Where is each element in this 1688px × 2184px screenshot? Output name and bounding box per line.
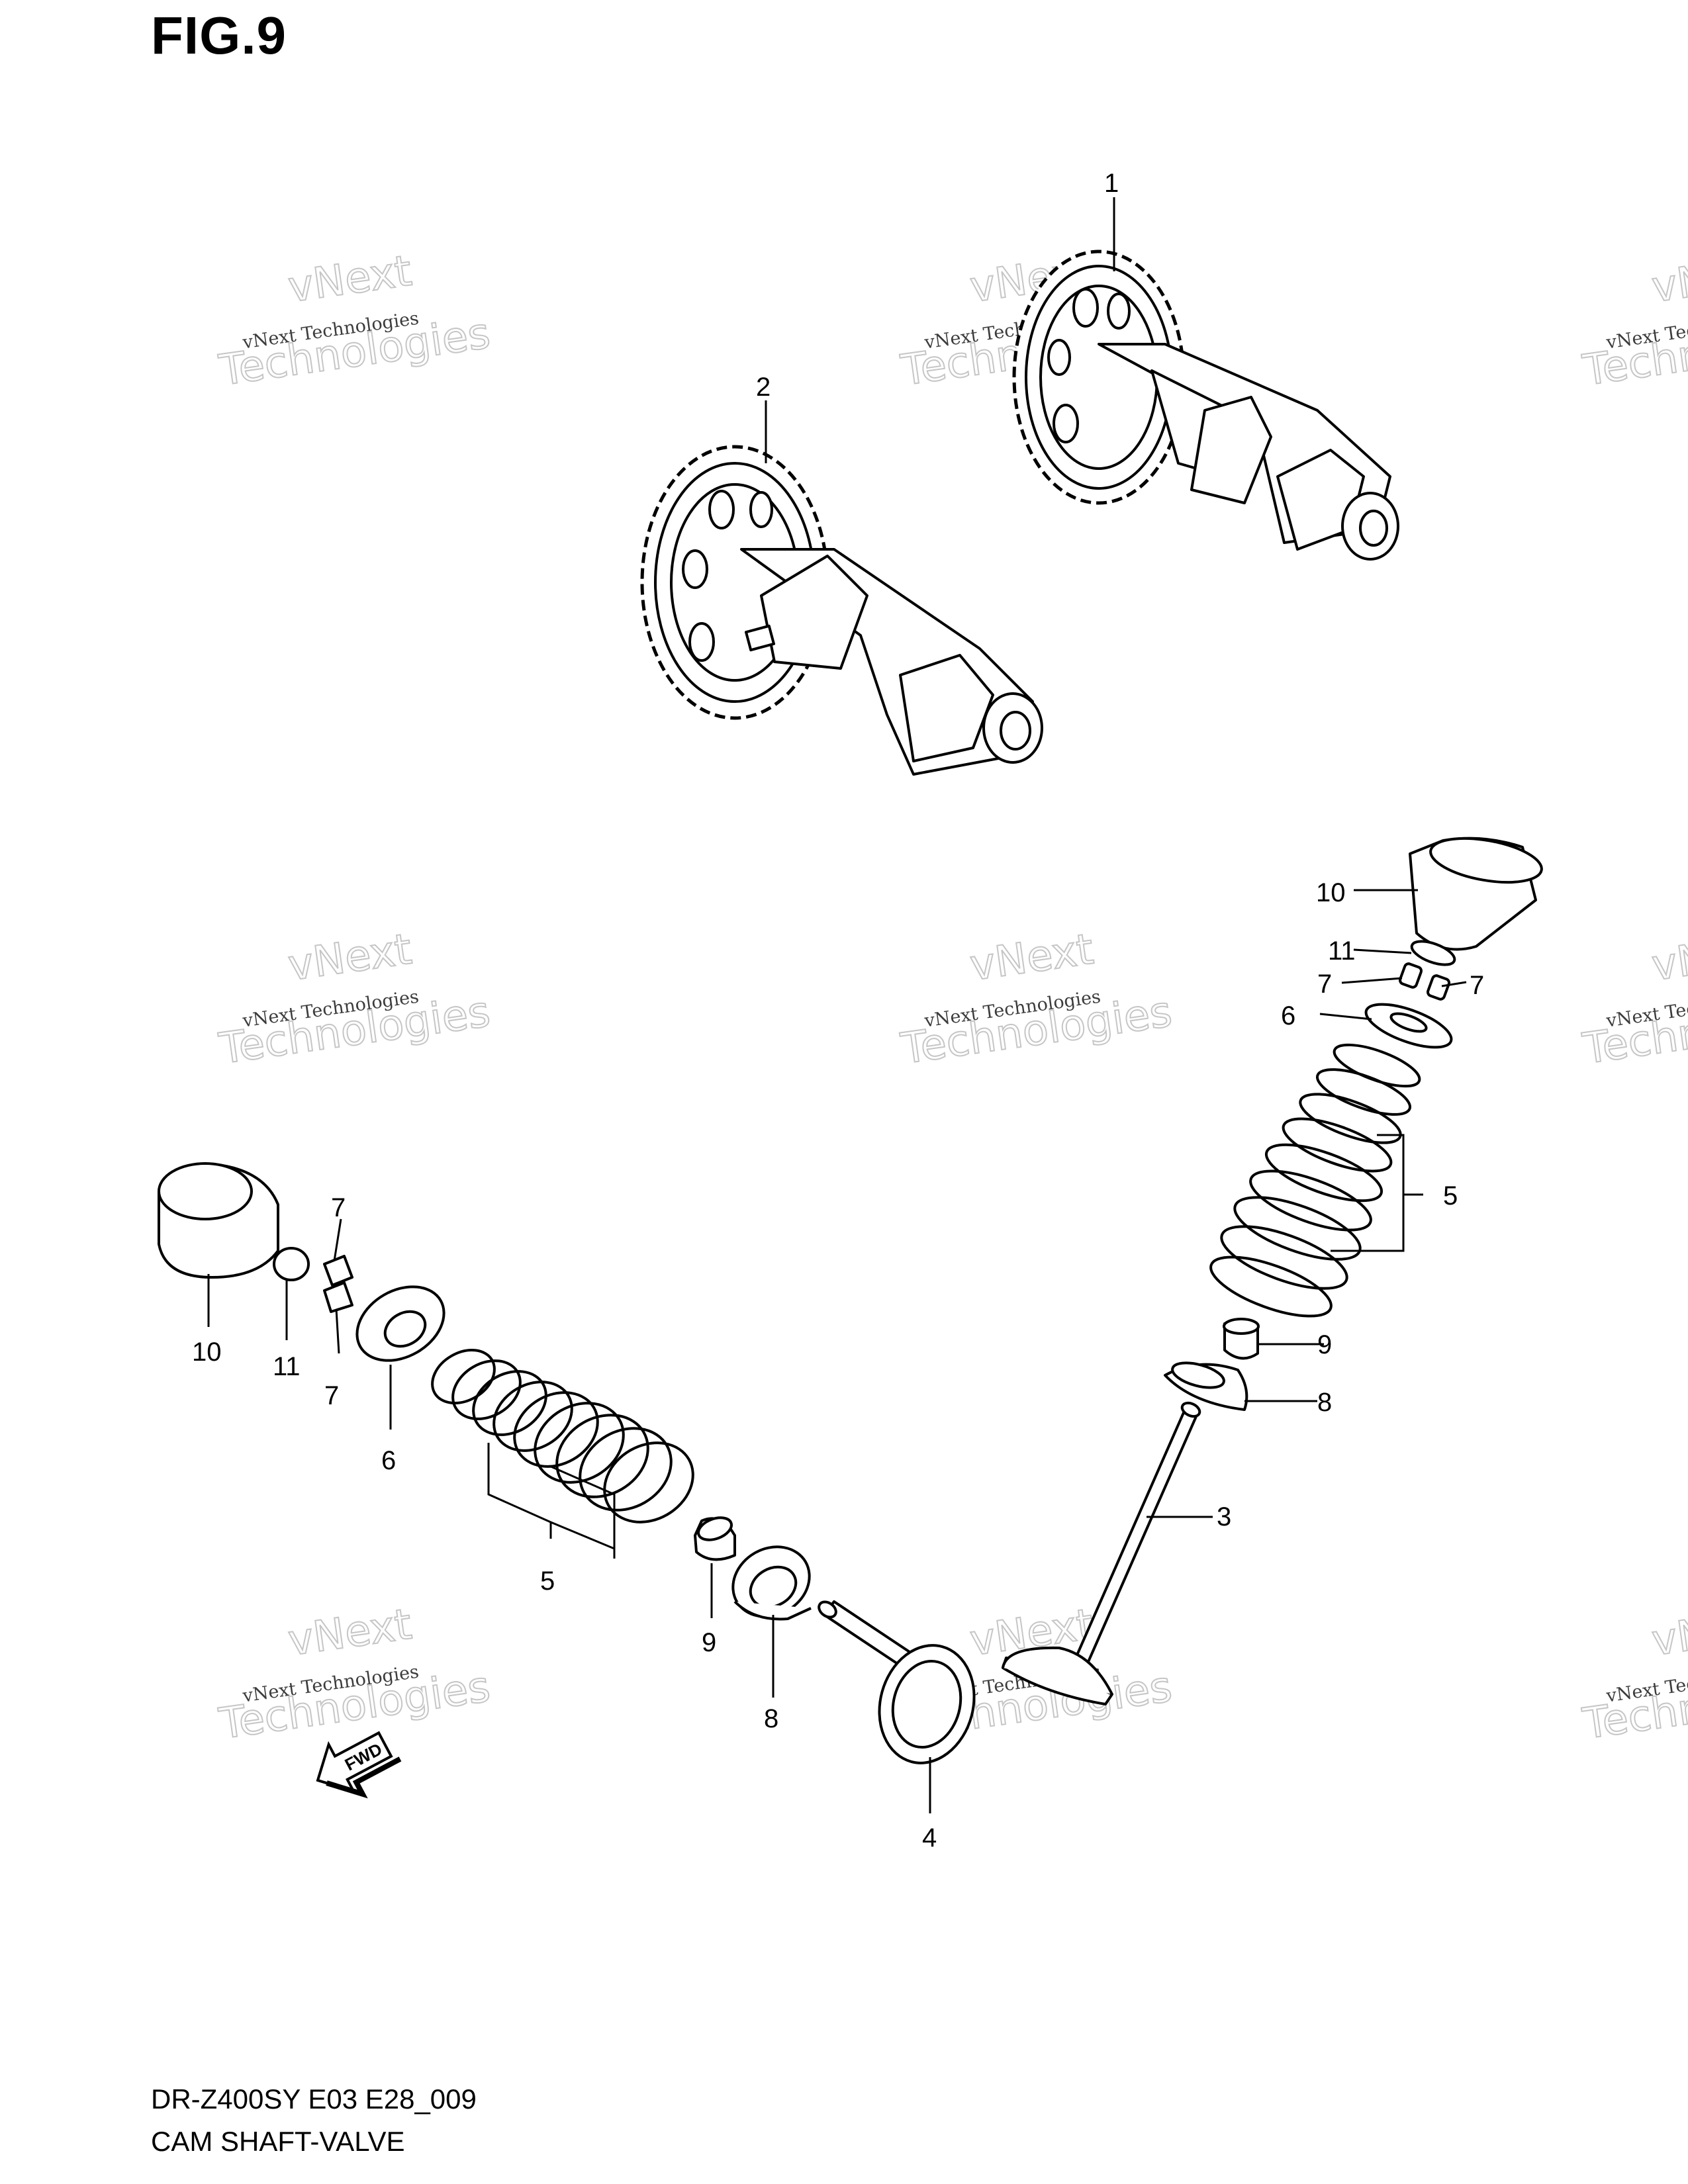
watermark: vNext vNext Technologies Technologies: [897, 925, 1175, 1075]
model-code: DR-Z400SY E03 E28_009: [151, 2083, 477, 2115]
callout-8-left: 8: [764, 1704, 778, 1733]
svg-text:Technologies: Technologies: [1579, 987, 1688, 1074]
svg-text:vNext: vNext: [285, 1600, 414, 1666]
svg-text:vNext: vNext: [285, 247, 414, 312]
watermark: vNext vNext Technologies Technologies: [215, 1600, 493, 1750]
watermark: vNext vNext Technologies Technologies: [215, 246, 493, 396]
callout-8-right: 8: [1317, 1388, 1332, 1417]
callout-7-right-b: 7: [1470, 971, 1484, 1000]
watermark: vNext vNext Technologies Technologies: [1579, 246, 1688, 396]
upper-camshaft-drawing: [1012, 250, 1399, 561]
callout-6-left: 6: [381, 1446, 396, 1475]
callout-9-right: 9: [1317, 1330, 1332, 1359]
callout-11-left: 11: [273, 1352, 301, 1381]
callout-5-right: 5: [1443, 1181, 1458, 1210]
callout-7-right-a: 7: [1317, 970, 1332, 999]
callout-5-left: 5: [540, 1567, 555, 1596]
watermark: vNext vNext Technologies Technologies: [1579, 925, 1688, 1075]
svg-text:Technologies: Technologies: [1579, 309, 1688, 396]
figure-title: FIG.9: [151, 6, 287, 65]
svg-text:Technologies: Technologies: [1579, 1662, 1688, 1749]
callout-1: 1: [1104, 169, 1119, 198]
left-valve-assembly: [158, 1162, 976, 1764]
callout-10-right: 10: [1316, 878, 1346, 907]
callout-11-right: 11: [1328, 936, 1356, 966]
part-group-name: CAM SHAFT-VALVE: [151, 2126, 405, 2157]
fwd-arrow-icon: FWD: [316, 1731, 402, 1799]
svg-text:vNext: vNext: [1649, 925, 1688, 991]
watermark: vNext vNext Technologies Technologies: [215, 925, 493, 1075]
callout-9-left: 9: [702, 1628, 716, 1657]
svg-text:vNext: vNext: [967, 925, 1096, 991]
watermark: vNext vNext Technologies Technologies: [1579, 1600, 1688, 1750]
callout-7-left-b: 7: [324, 1381, 339, 1410]
svg-text:vNext: vNext: [1649, 1600, 1688, 1666]
svg-text:vNext: vNext: [285, 925, 414, 991]
callout-10-left: 10: [192, 1338, 222, 1367]
callout-3: 3: [1217, 1502, 1231, 1531]
lower-camshaft-drawing: [640, 445, 1043, 776]
callout-4: 4: [922, 1823, 937, 1852]
leader-lines: [207, 197, 1467, 1813]
svg-text:vNext: vNext: [1649, 247, 1688, 312]
callout-7-left-a: 7: [331, 1193, 346, 1222]
callout-2: 2: [756, 373, 771, 402]
right-valve-assembly: [1002, 837, 1543, 1706]
callout-6-right: 6: [1281, 1001, 1295, 1030]
